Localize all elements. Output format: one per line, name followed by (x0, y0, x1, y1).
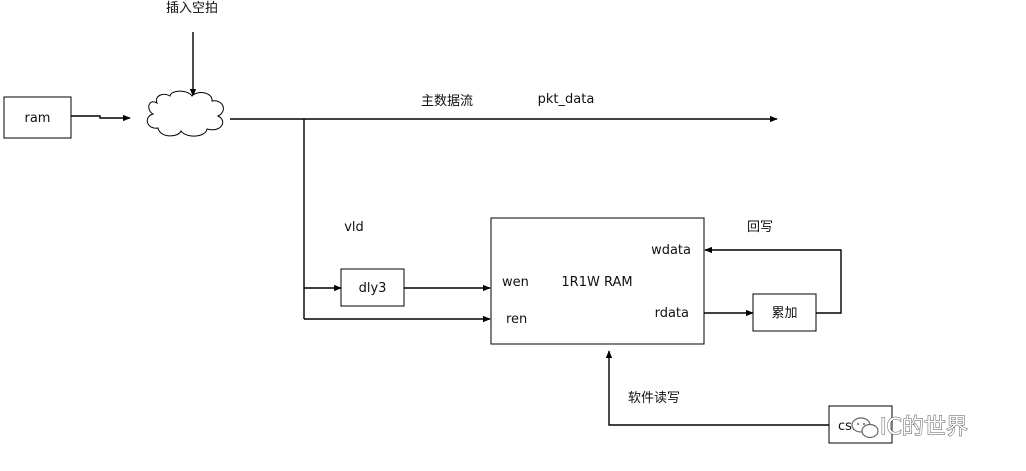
dly3-block (340, 268, 405, 307)
ram-1r1w-label: 1R1W RAM (561, 275, 632, 290)
accumulate-block (752, 293, 817, 332)
wechat-logo-icon (851, 417, 879, 439)
insert-bubble-label: 插入空拍 (166, 1, 218, 16)
port-wdata-label: wdata (651, 243, 691, 258)
dly3-block-label: dly3 (359, 281, 387, 296)
ram-1r1w-block (490, 217, 705, 345)
pkt-data-label: pkt_data (538, 92, 595, 107)
writeback-loop-arrow (704, 246, 842, 314)
watermark-text: IC的世界 (880, 415, 968, 440)
accumulate-label: 累加 (771, 306, 797, 321)
software-rw-label: 软件读写 (628, 391, 680, 406)
watermark: IC的世界 (851, 415, 968, 441)
csr-to-ram-arrow (605, 350, 829, 426)
port-wen-label: wen (502, 275, 529, 290)
port-ren-label: ren (506, 312, 527, 327)
bubble-cloud-icon (146, 90, 224, 137)
main-stream-label: 主数据流 (421, 94, 473, 109)
ram-block (3, 96, 72, 139)
write-back-label: 回写 (747, 220, 773, 235)
port-rdata-label: rdata (655, 306, 689, 321)
vld-label: vld (344, 220, 364, 235)
ram-block-label: ram (25, 111, 51, 126)
ram-to-bubble-wire (71, 114, 131, 122)
